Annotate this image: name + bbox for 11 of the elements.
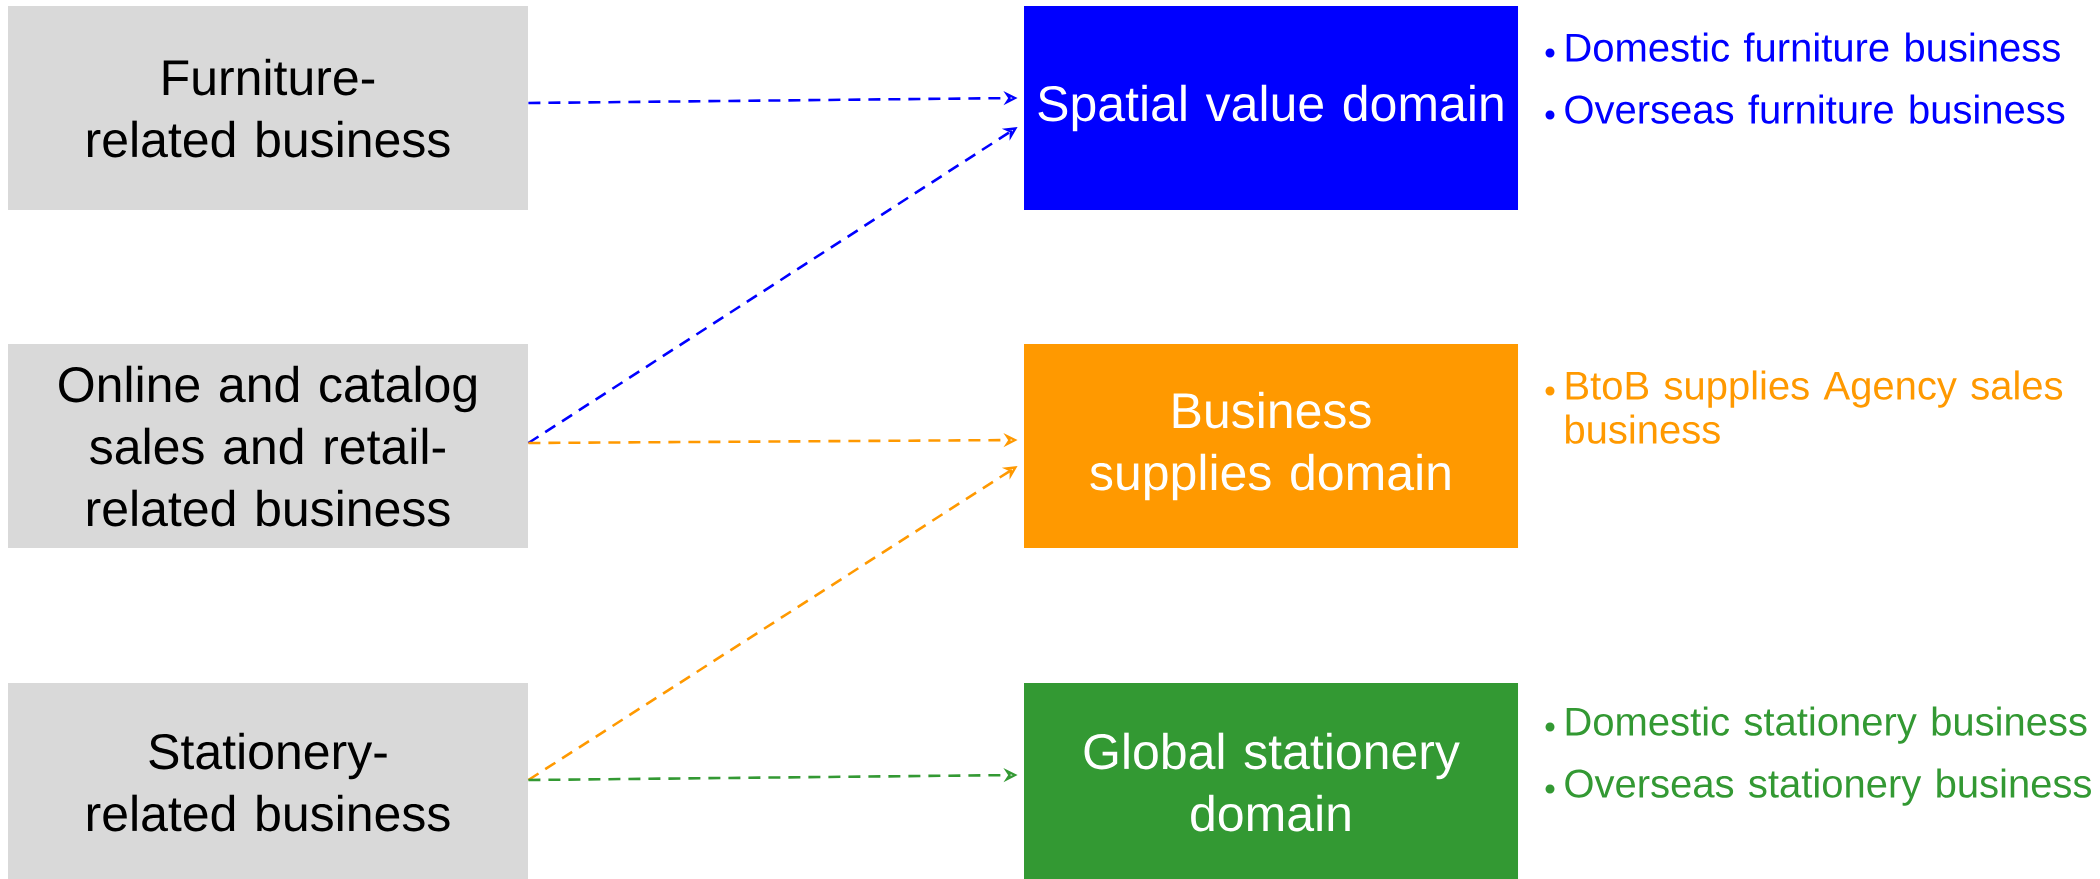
source-box: Stationery-related business xyxy=(8,683,528,879)
source-box: Online and catalog sales and retail-related business xyxy=(8,344,528,548)
bullet-text: Overseas stationery business xyxy=(1565,768,2091,806)
bullet-text: Domestic stationery business xyxy=(1566,706,2087,744)
source-box: Furniture-related business xyxy=(8,6,528,210)
domain-box: Business supplies domain xyxy=(1024,344,1518,548)
domain-box: Spatial value domain xyxy=(1024,6,1518,210)
bullet-text: BtoB supplies Agency sales business xyxy=(1566,370,2063,444)
bullet-text: Overseas furniture business xyxy=(1565,94,2065,124)
bullet-text: Domestic furniture business xyxy=(1566,32,2060,62)
domain-box: Global stationery domain xyxy=(1024,683,1518,879)
